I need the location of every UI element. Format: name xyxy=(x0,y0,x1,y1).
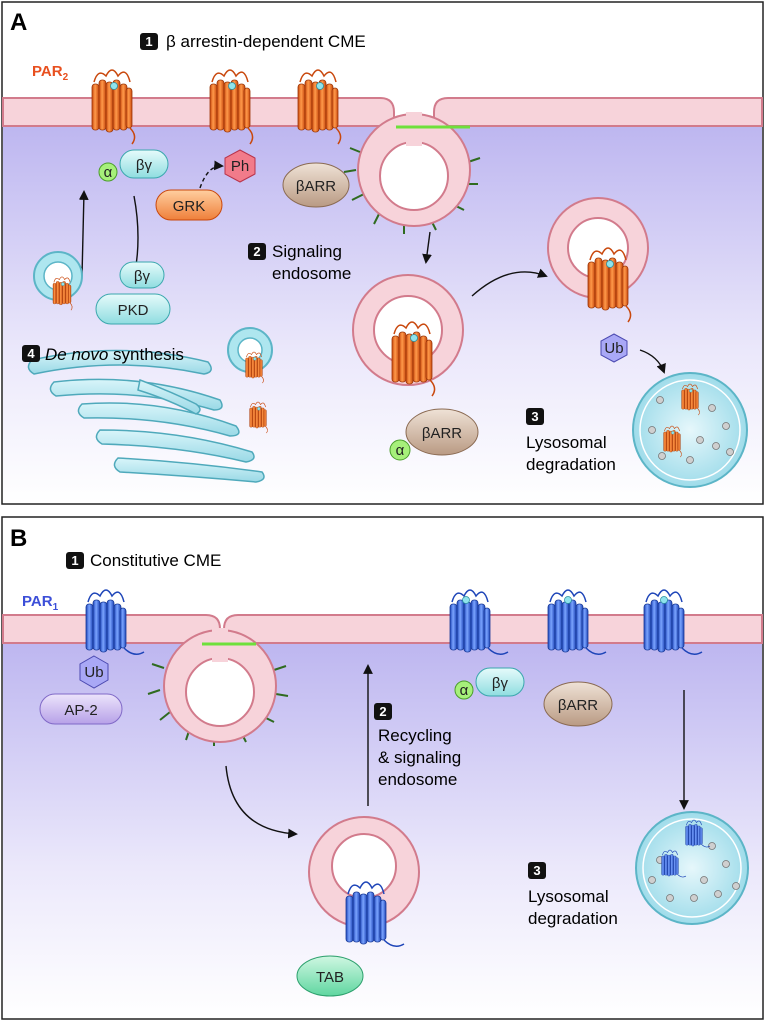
svg-text:βγ: βγ xyxy=(134,268,151,285)
svg-text:De novo synthesis: De novo synthesis xyxy=(45,345,184,364)
alpha-subunit-b xyxy=(454,680,474,700)
svg-text:degradation: degradation xyxy=(528,909,618,928)
golgi-apparatus xyxy=(27,349,265,483)
panel-b: B 1 Constitutive CME PAR1 Ub AP-2 2 Recy… xyxy=(1,516,764,1020)
lysosome-b xyxy=(635,811,749,925)
svg-text:endosome: endosome xyxy=(378,770,457,789)
betagamma-subunit xyxy=(119,149,169,179)
alpha-subunit xyxy=(98,162,118,182)
step-2-b: 2 Recycling & signaling endosome xyxy=(374,703,461,789)
par1-label: PAR1 xyxy=(22,593,59,613)
par2-label: PAR2 xyxy=(32,63,69,83)
svg-text:Constitutive CME: Constitutive CME xyxy=(90,551,221,570)
svg-text:2: 2 xyxy=(379,704,386,719)
recycling-endosome-b xyxy=(308,816,420,947)
beta-arrestin-b xyxy=(543,681,613,727)
step-4-a: 4 De novo synthesis xyxy=(22,345,184,364)
betagamma-subunit-2 xyxy=(119,261,165,289)
svg-text:Ub: Ub xyxy=(84,664,103,681)
phosphate-hexagon xyxy=(224,149,256,183)
svg-text:Recycling: Recycling xyxy=(378,726,452,745)
svg-text:α: α xyxy=(396,442,405,459)
panel-a-letter: A xyxy=(10,9,27,36)
beta-arrestin xyxy=(282,162,350,208)
svg-text:Ub: Ub xyxy=(604,340,623,357)
alpha-subunit-endosome xyxy=(389,439,411,461)
panel-a-membrane-right xyxy=(433,97,763,127)
svg-text:TAB: TAB xyxy=(316,969,344,986)
svg-text:1: 1 xyxy=(145,34,152,49)
endosome-right-a xyxy=(547,197,649,323)
svg-text:Lysosomal: Lysosomal xyxy=(528,887,609,906)
svg-text:AP-2: AP-2 xyxy=(64,702,97,719)
svg-text:1: 1 xyxy=(71,553,78,568)
svg-text:PKD: PKD xyxy=(118,302,149,319)
lysosome-a xyxy=(632,372,748,488)
vesicle-golgi-a xyxy=(227,327,273,384)
svg-text:βARR: βARR xyxy=(296,178,336,195)
svg-text:Ph: Ph xyxy=(231,158,249,175)
ap2-adaptor xyxy=(39,693,123,725)
clathrin-pit-a xyxy=(343,112,481,234)
step-2-a: 2 Signaling endosome xyxy=(248,242,351,283)
tab-protein xyxy=(296,955,364,997)
step-1-b: 1 Constitutive CME xyxy=(66,551,221,570)
clathrin-pit-b xyxy=(147,628,289,746)
svg-text:Lysosomal: Lysosomal xyxy=(526,433,607,452)
step-1-a: 1 β arrestin-dependent CME xyxy=(140,32,366,51)
svg-text:2: 2 xyxy=(253,244,260,259)
step-3-b: 3 Lysosomal degradation xyxy=(528,862,618,928)
pkd-kinase xyxy=(95,293,171,325)
svg-text:& signaling: & signaling xyxy=(378,748,461,767)
svg-text:3: 3 xyxy=(533,863,540,878)
vesicle-left-a xyxy=(33,251,83,311)
svg-text:α: α xyxy=(104,164,113,181)
grk-kinase xyxy=(155,189,223,221)
panel-a: A 1 β arrestin-dependent CME PAR2 α βγ P… xyxy=(1,1,764,505)
svg-text:Signaling: Signaling xyxy=(272,242,342,261)
svg-text:βARR: βARR xyxy=(422,425,462,442)
ubiquitin-b xyxy=(79,655,109,689)
svg-text:degradation: degradation xyxy=(526,455,616,474)
svg-text:4: 4 xyxy=(27,346,35,361)
svg-text:α: α xyxy=(460,682,469,699)
svg-text:GRK: GRK xyxy=(173,198,206,215)
svg-text:βARR: βARR xyxy=(558,697,598,714)
ubiquitin-a xyxy=(600,333,628,363)
signaling-endosome-a xyxy=(352,274,464,397)
svg-text:β arrestin-dependent CME: β arrestin-dependent CME xyxy=(166,32,366,51)
step-3-a: 3 Lysosomal degradation xyxy=(526,408,616,474)
svg-text:βγ: βγ xyxy=(136,157,153,174)
betagamma-subunit-b xyxy=(475,667,525,697)
panel-b-letter: B xyxy=(10,525,27,552)
svg-text:3: 3 xyxy=(531,409,538,424)
beta-arrestin-endosome xyxy=(405,408,479,456)
svg-text:βγ: βγ xyxy=(492,675,509,692)
svg-text:endosome: endosome xyxy=(272,264,351,283)
